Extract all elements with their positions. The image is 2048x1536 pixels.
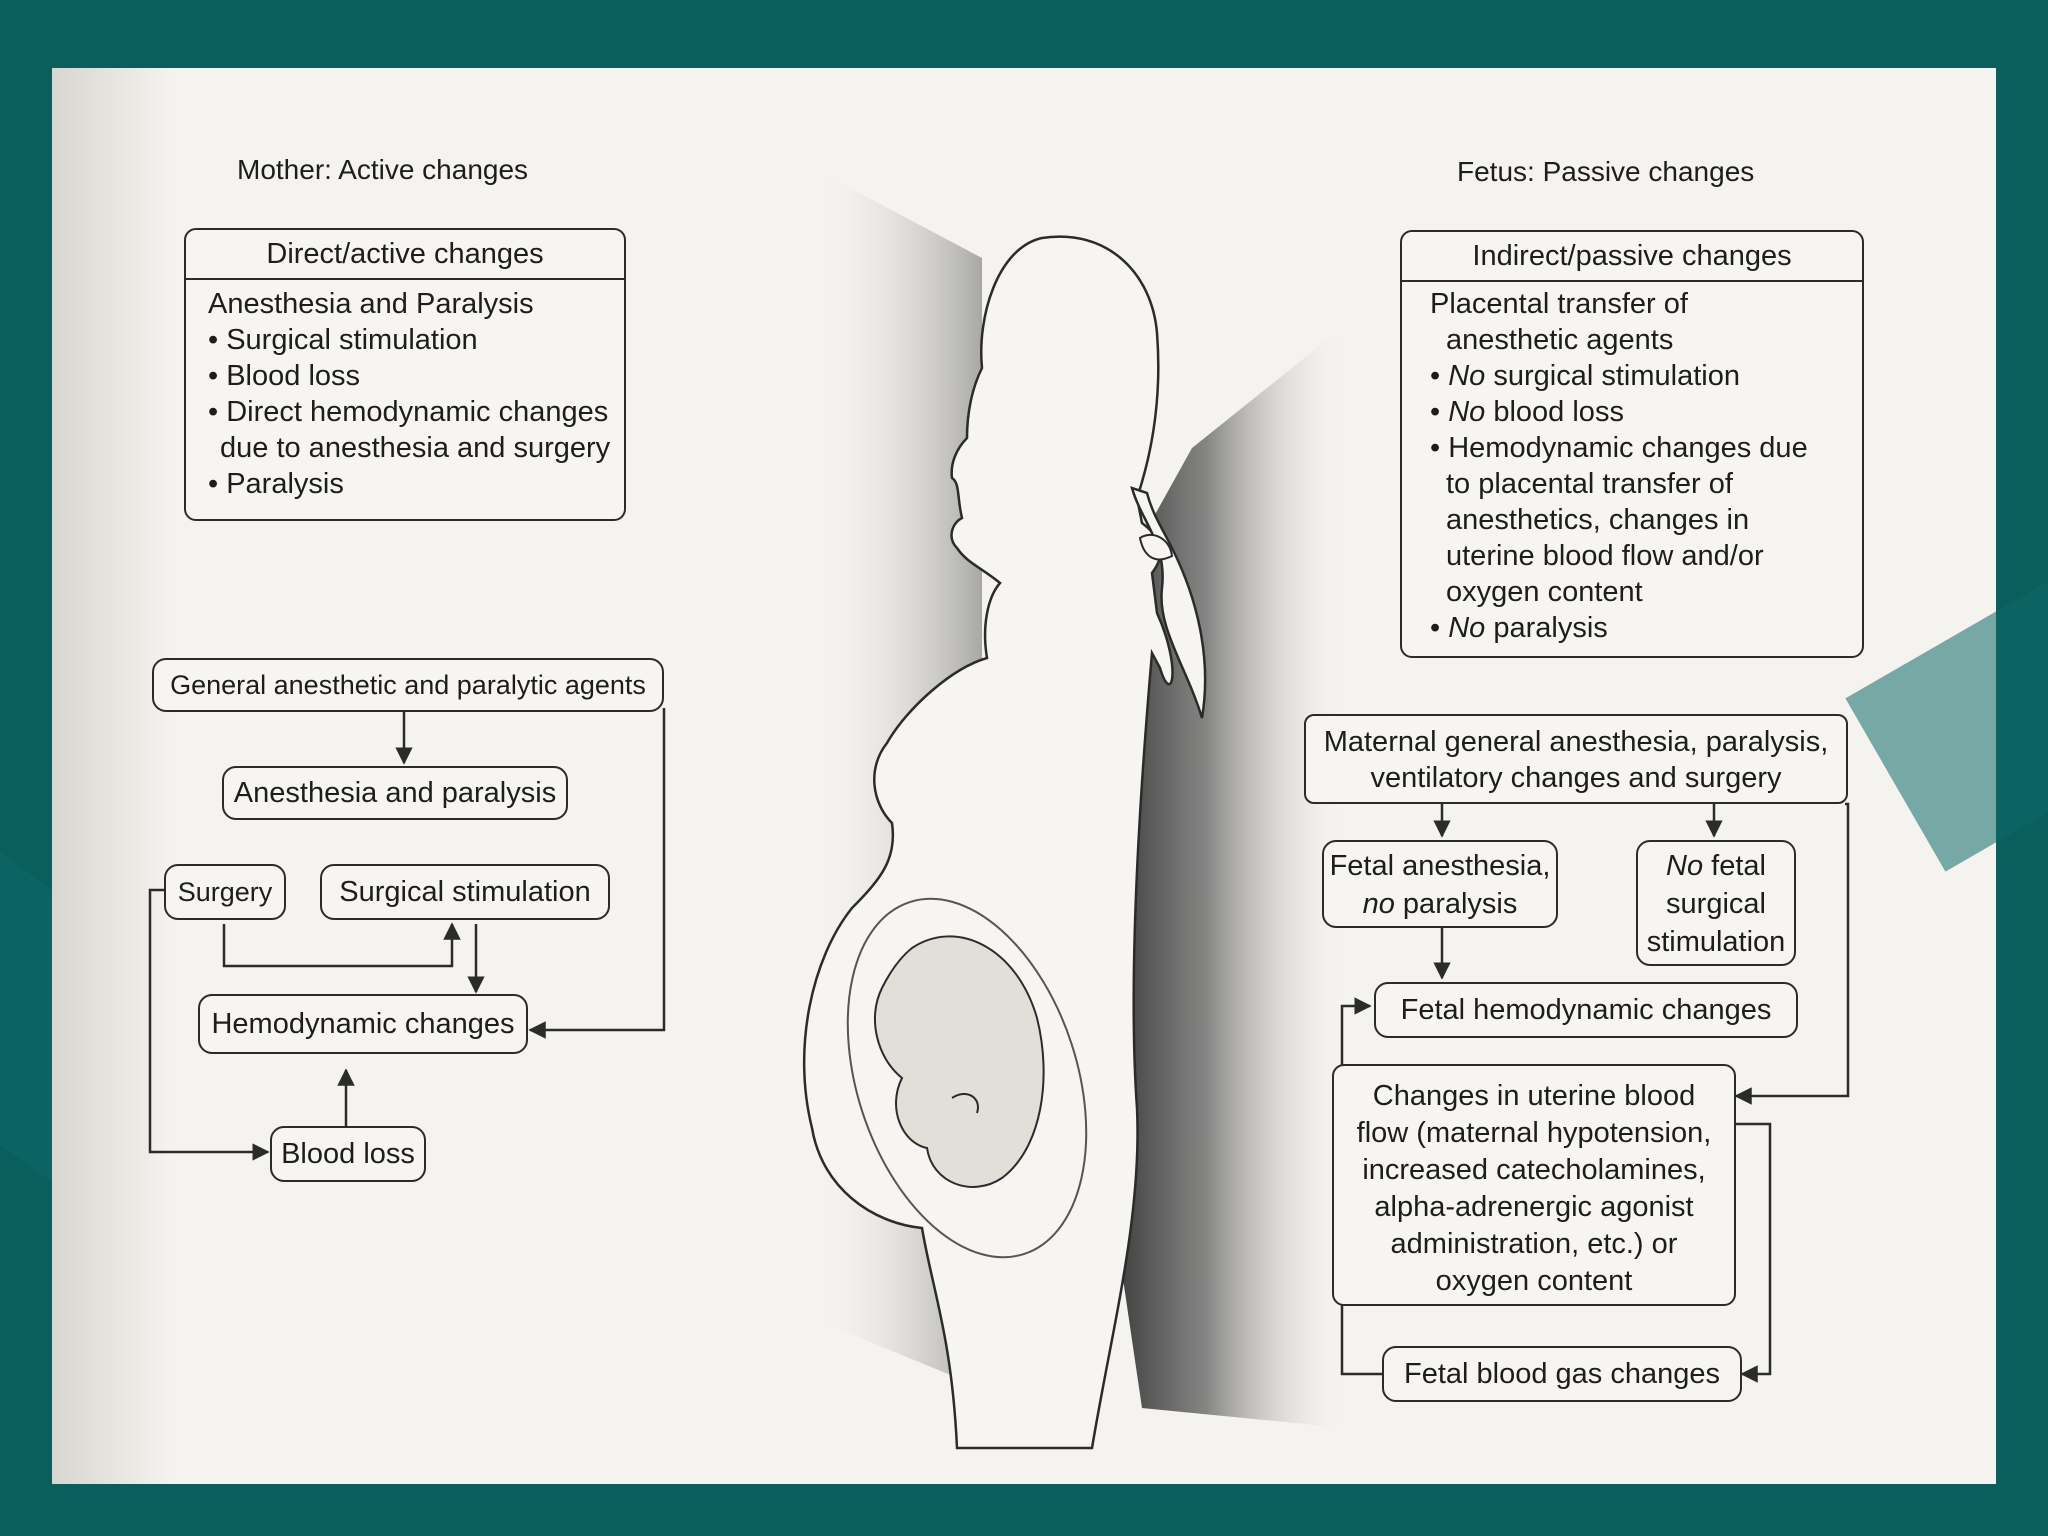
mother-heading: Mother: Active changes [237,154,529,185]
no-stimulation-line-2: surgical [1666,888,1766,920]
hemodynamic-changes-node: Hemodynamic changes [198,994,528,1054]
mother-flow-connectors [148,708,666,1161]
direct-active-changes-box: Direct/active changes Anesthesia and Par… [184,228,626,521]
maternal-anesthesia-line-2: ventilatory changes and surgery [1370,762,1782,794]
list-item: alpha-adrenergic agonist [1374,1191,1694,1223]
list-item: Placental transfer of [1430,288,1688,320]
diagram-artwork [148,168,1850,1450]
list-item: • No paralysis [1430,612,1608,644]
uterus-outline [846,897,1088,1259]
general-anesthetic-agents-node: General anesthetic and paralytic agents [152,658,664,712]
indirect-passive-changes-list: Placental transfer of anesthetic agents … [1430,286,1808,646]
uterine-blood-flow-node: Changes in uterine blood flow (maternal … [1332,1064,1736,1306]
surgery-node: Surgery [164,864,286,920]
list-item: • No blood loss [1430,396,1624,428]
fetal-blood-gas-changes-node: Fetal blood gas changes [1382,1346,1742,1402]
uterine-blood-flow-text: Changes in uterine blood flow (maternal … [1334,1078,1734,1300]
list-item: • Surgical stimulation [208,324,478,356]
list-item: due to anesthesia and surgery [220,432,611,464]
fetus-shape [874,935,1045,1188]
scanned-page: Mother: Active changes Direct/active cha… [52,68,1996,1484]
indirect-passive-changes-box: Indirect/passive changes Placental trans… [1400,230,1864,658]
list-item: • No surgical stimulation [1430,360,1740,392]
no-stimulation-line-3: stimulation [1646,926,1786,958]
indirect-passive-changes-title: Indirect/passive changes [1402,232,1862,282]
list-item: administration, etc.) or [1390,1228,1678,1260]
list-item: Anesthesia and Paralysis [208,288,534,320]
list-item: uterine blood flow and/or [1446,540,1764,572]
list-item: anesthetic agents [1446,324,1674,356]
no-stimulation-line-1: No fetal [1666,850,1766,882]
pregnant-woman-silhouette [802,235,1174,1450]
list-item: • Paralysis [208,468,344,500]
fetal-anesthesia-node: Fetal anesthesia, no paralysis [1322,840,1558,928]
list-item: • Hemodynamic changes due [1430,432,1808,464]
blood-loss-node: Blood loss [270,1126,426,1182]
surgical-stimulation-node: Surgical stimulation [320,864,610,920]
page-binding-shadow [52,68,172,1484]
list-item: oxygen content [1446,576,1643,608]
fetus-heading: Fetus: Passive changes [1457,156,1755,187]
list-item: increased catecholamines, [1362,1154,1706,1186]
anesthesia-paralysis-node: Anesthesia and paralysis [222,766,568,820]
list-item: to placental transfer of [1446,468,1733,500]
list-item: • Blood loss [208,360,361,392]
fetal-anesthesia-line-1: Fetal anesthesia, [1329,850,1551,882]
no-fetal-surgical-stimulation-node: No fetal surgical stimulation [1636,840,1796,966]
fetal-anesthesia-line-2: no paralysis [1362,888,1518,920]
direct-active-changes-title: Direct/active changes [186,230,624,280]
list-item: flow (maternal hypotension, [1356,1117,1712,1149]
list-item: Changes in uterine blood [1372,1080,1696,1112]
maternal-anesthesia-node: Maternal general anesthesia, paralysis, … [1304,714,1848,804]
hair-tie [1138,533,1174,561]
list-item: anesthetics, changes in [1446,504,1750,536]
maternal-anesthesia-line-1: Maternal general anesthesia, paralysis, [1323,726,1829,758]
list-item: • Direct hemodynamic changes [208,396,609,428]
direct-active-changes-list: Anesthesia and Paralysis • Surgical stim… [208,286,610,502]
list-item: oxygen content [1435,1265,1633,1297]
fetal-hemodynamic-changes-node: Fetal hemodynamic changes [1374,982,1798,1038]
